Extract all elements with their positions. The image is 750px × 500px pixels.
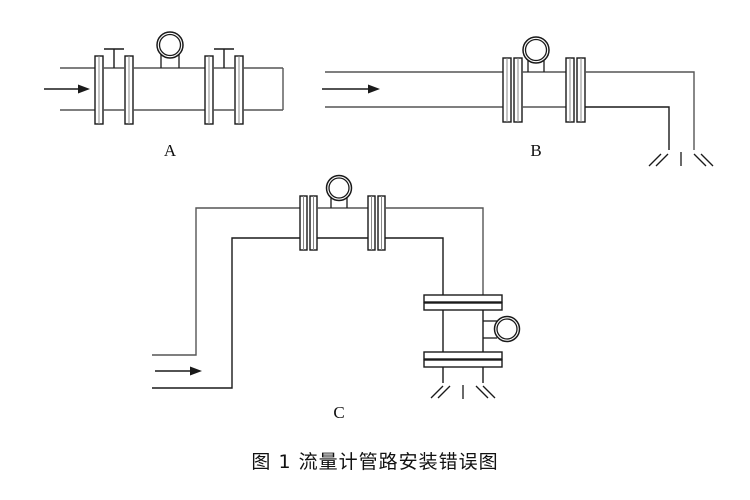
gauge-dial-c-vertical	[483, 315, 521, 343]
flange-pair-c-1	[299, 195, 318, 251]
panel-a: A	[44, 31, 284, 160]
pipe-c-downcomer	[385, 207, 484, 295]
panel-label-a: A	[164, 141, 177, 160]
flange-pair-b-1	[502, 57, 523, 123]
valve-stem-a-2	[214, 48, 234, 68]
flow-arrow-right-b	[322, 84, 380, 94]
gauge-dial-c-horizontal	[325, 174, 353, 208]
panel-label-b: B	[530, 141, 541, 160]
meter-body-c-vertical	[442, 310, 484, 352]
pipe-c-outlet	[442, 367, 484, 383]
meter-body-c-horizontal	[317, 207, 368, 239]
flange-pair-a-1	[94, 55, 134, 125]
flange-pair-b-2	[565, 57, 586, 123]
panel-b: B	[322, 36, 714, 167]
pipe-a-outlet-capped	[243, 67, 284, 111]
meter-body-a	[133, 67, 205, 111]
pipe-b-inlet	[325, 71, 503, 108]
panel-label-c: C	[333, 403, 344, 422]
meter-body-b	[522, 71, 566, 108]
flange-pair-c-2	[367, 195, 386, 251]
pipe-b-outlet	[585, 71, 695, 150]
panel-c: C	[152, 174, 521, 422]
figure-caption: 图 1 流量计管路安装错误图	[251, 451, 498, 473]
discharge-spray-b	[648, 152, 714, 167]
flange-pair-a-2	[204, 55, 244, 125]
flow-arrow-right-c	[155, 366, 202, 376]
valve-stem-a-1	[104, 48, 124, 68]
pipe-a-left	[60, 67, 95, 111]
pipe-c-riser	[152, 207, 300, 389]
flange-pair-c-vertical-top	[423, 294, 503, 311]
gauge-dial-a	[156, 31, 184, 68]
flange-pair-c-vertical-bottom	[423, 351, 503, 368]
discharge-spray-c	[430, 385, 496, 399]
flow-arrow-right	[44, 84, 90, 94]
gauge-dial-b	[522, 36, 550, 72]
